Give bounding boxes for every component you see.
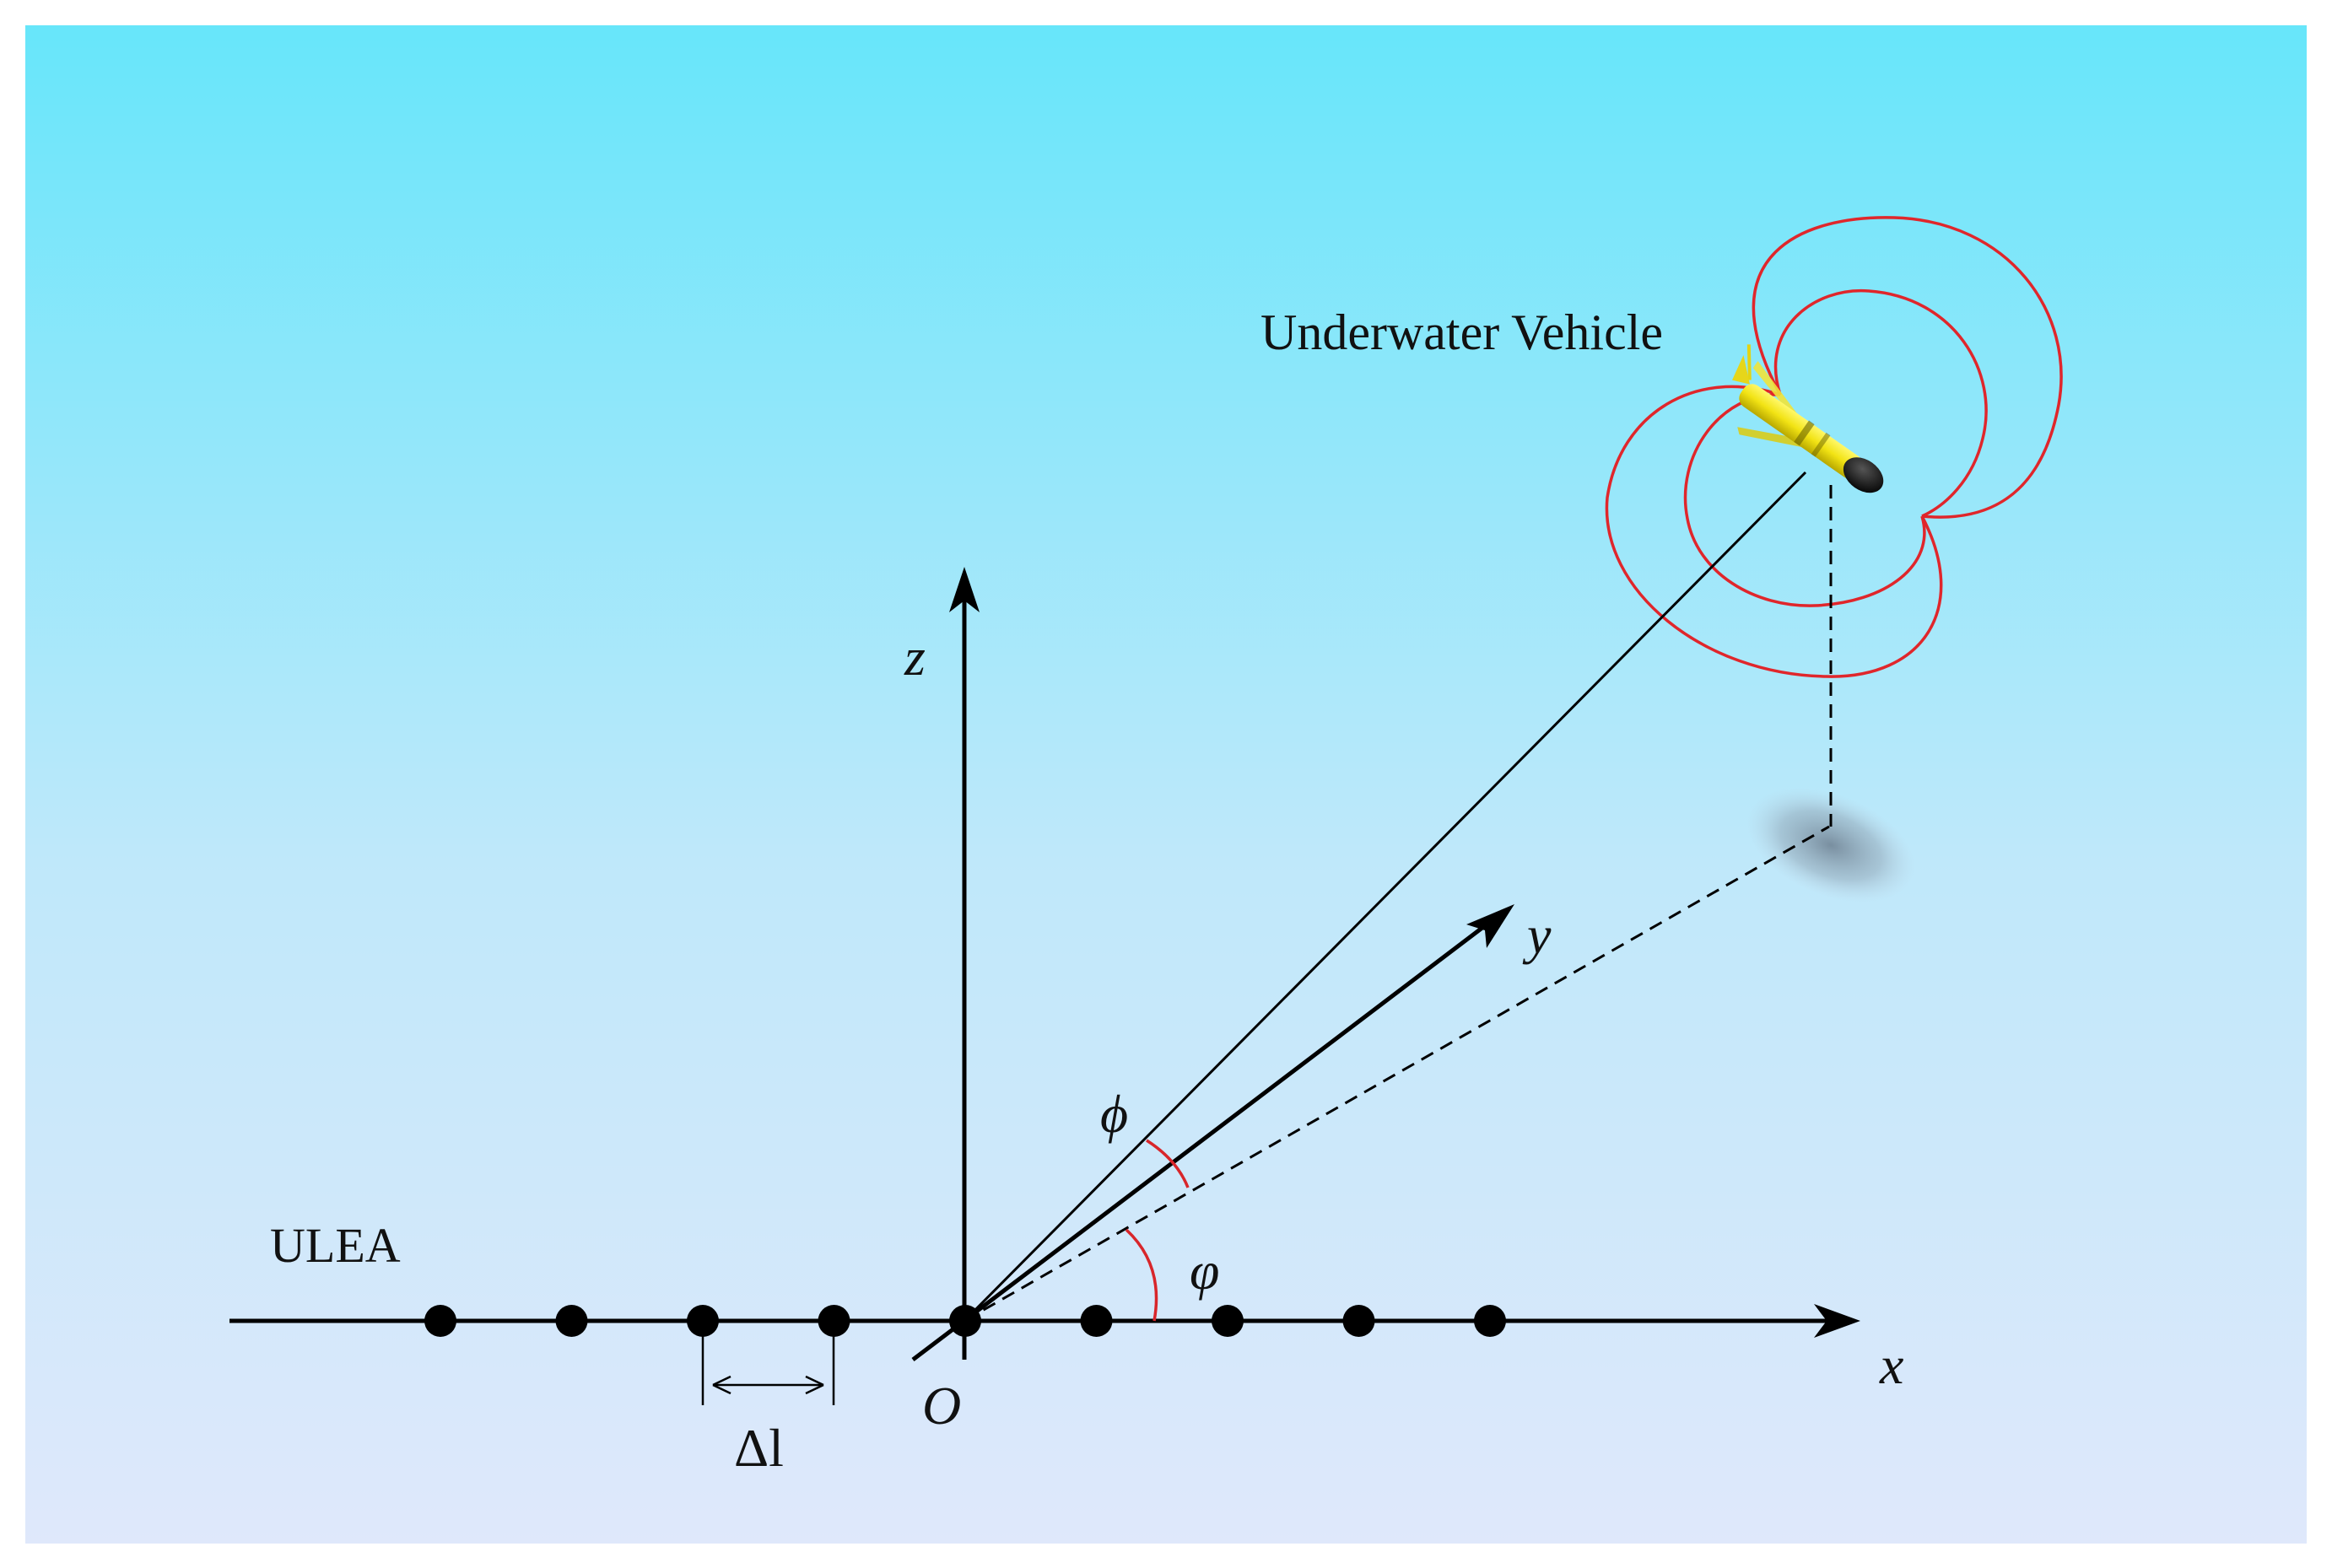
electrode-6 [1080,1305,1113,1337]
field-line-outer-upper [1752,216,2063,519]
electrode-1 [424,1305,456,1337]
background-panel [25,25,2307,1544]
field-line-inner-lower [1683,393,1926,607]
field-line-inner-upper [1773,288,1988,518]
vehicle-wing-lower [1737,427,1806,448]
projection-line-horizontal [964,825,1830,1323]
x-axis [229,1304,1860,1338]
azimuth-angle-arc [1125,1228,1158,1322]
origin-label: O [922,1376,961,1436]
electrode-7 [1212,1305,1244,1337]
electrode-3 [687,1305,719,1337]
z-axis [949,567,980,1360]
azimuth-angle-label: φ [1190,1241,1219,1301]
electrode-5 [949,1305,981,1337]
vehicle-nose [1843,457,1884,493]
elevation-angle-label: ϕ [1100,1084,1128,1144]
sight-line [963,471,1807,1323]
array-label: ULEA [270,1218,401,1273]
angle-arcs [1125,1139,1190,1322]
x-axis-label: x [1879,1335,1903,1395]
z-axis-label: z [904,627,926,687]
vehicle-tail-fin [1732,354,1750,385]
electrode-array [424,1305,1506,1337]
vehicle-shadow [1746,787,1915,903]
electrode-9 [1474,1305,1506,1337]
electrode-8 [1342,1305,1375,1337]
underwater-vehicle [1732,344,1884,493]
spacing-label: Δl [734,1418,784,1478]
electrode-2 [555,1305,588,1337]
electric-field-lines [1605,216,2063,678]
y-axis [911,904,1514,1361]
field-line-outer-lower [1605,385,1943,678]
vehicle-label: Underwater Vehicle [1260,304,1663,360]
elevation-angle-arc [1146,1139,1190,1188]
y-axis-label: y [1522,905,1552,965]
electrode-4 [818,1305,850,1337]
vehicle-body [1739,384,1864,479]
